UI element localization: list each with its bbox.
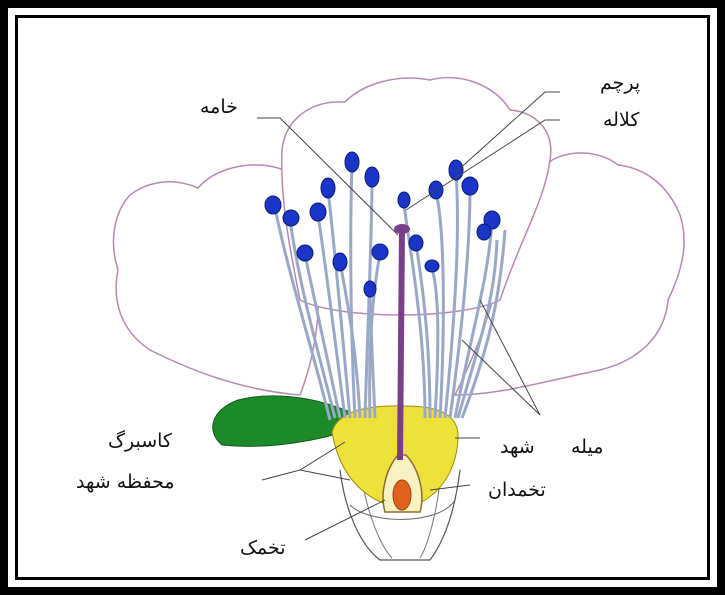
label-filament: میله bbox=[571, 438, 603, 457]
stigma-tip bbox=[394, 224, 410, 234]
label-stamen: پرچم bbox=[600, 74, 640, 93]
label-nectary-chamber: محفظه شهد bbox=[76, 473, 175, 492]
diagram-canvas: پرچم کلاله خامه کاسبرگ محفظه شهد میله شه… bbox=[18, 18, 707, 577]
label-ovule: تخمک bbox=[240, 539, 286, 558]
style bbox=[400, 230, 402, 460]
label-ovary: تخمدان bbox=[488, 481, 546, 500]
ovule bbox=[393, 480, 411, 510]
label-sepal: کاسبرگ bbox=[108, 432, 172, 451]
flower-diagram bbox=[18, 18, 707, 577]
label-stigma: کلاله bbox=[603, 111, 639, 130]
label-nectar: شهد bbox=[500, 438, 535, 457]
leader-nectary-a bbox=[262, 442, 345, 480]
label-style: خامه bbox=[200, 98, 238, 117]
